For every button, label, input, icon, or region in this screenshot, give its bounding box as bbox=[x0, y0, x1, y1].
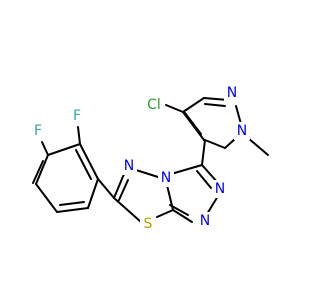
bond bbox=[35, 183, 58, 213]
bond bbox=[206, 195, 219, 215]
bond bbox=[165, 104, 184, 113]
bond bbox=[201, 139, 206, 166]
bond bbox=[75, 149, 92, 180]
atom-label-n: N bbox=[215, 181, 225, 197]
bond bbox=[87, 178, 99, 209]
bond bbox=[47, 143, 81, 156]
atom-n-thiadiazole: N bbox=[121, 157, 137, 175]
bond bbox=[113, 197, 142, 223]
bond bbox=[156, 209, 174, 218]
atom-label-f: F bbox=[73, 108, 81, 124]
molecule-structure: Cl N N N N N N S bbox=[30, 84, 269, 233]
atom-label-s: S bbox=[144, 216, 153, 232]
bond bbox=[235, 105, 242, 125]
atom-label-n: N bbox=[161, 170, 171, 186]
atom-label-n: N bbox=[237, 123, 247, 139]
bond bbox=[135, 169, 159, 178]
bond bbox=[204, 103, 226, 107]
atom-n-pyrazole-2: N bbox=[234, 122, 250, 140]
bond bbox=[196, 170, 212, 189]
bond bbox=[56, 207, 89, 213]
atom-label-f: F bbox=[34, 123, 42, 139]
bond bbox=[247, 137, 269, 156]
bond bbox=[118, 179, 129, 201]
bond bbox=[97, 178, 115, 199]
bond bbox=[113, 173, 125, 199]
bond bbox=[204, 139, 226, 149]
bonds bbox=[32, 97, 269, 223]
bond bbox=[182, 97, 205, 113]
bond bbox=[35, 154, 49, 185]
bond bbox=[79, 143, 99, 180]
atom-label-n: N bbox=[124, 158, 134, 174]
atom-label-cl: Cl bbox=[147, 97, 161, 113]
bond bbox=[41, 141, 49, 156]
bond bbox=[172, 209, 193, 223]
atom-n-pyrazole-1: N bbox=[224, 84, 240, 102]
atom-f-2: F bbox=[30, 122, 46, 140]
atom-label-n: N bbox=[200, 213, 210, 229]
atom-n-triazole-2: N bbox=[212, 180, 228, 198]
atom-cl: Cl bbox=[142, 96, 164, 114]
bond bbox=[77, 126, 81, 145]
bond bbox=[184, 112, 202, 135]
bond bbox=[166, 184, 174, 211]
bond bbox=[182, 111, 205, 141]
atom-label-n: N bbox=[227, 85, 237, 101]
atom-labels: Cl N N N N N N S bbox=[30, 84, 250, 233]
atom-s: S bbox=[140, 215, 156, 233]
bond bbox=[32, 160, 44, 184]
bond bbox=[170, 164, 203, 175]
atom-n-triazole-3: N bbox=[197, 212, 213, 230]
bond bbox=[59, 201, 85, 206]
atom-f-1: F bbox=[69, 107, 85, 125]
atom-n-triazole-1: N bbox=[158, 169, 174, 187]
